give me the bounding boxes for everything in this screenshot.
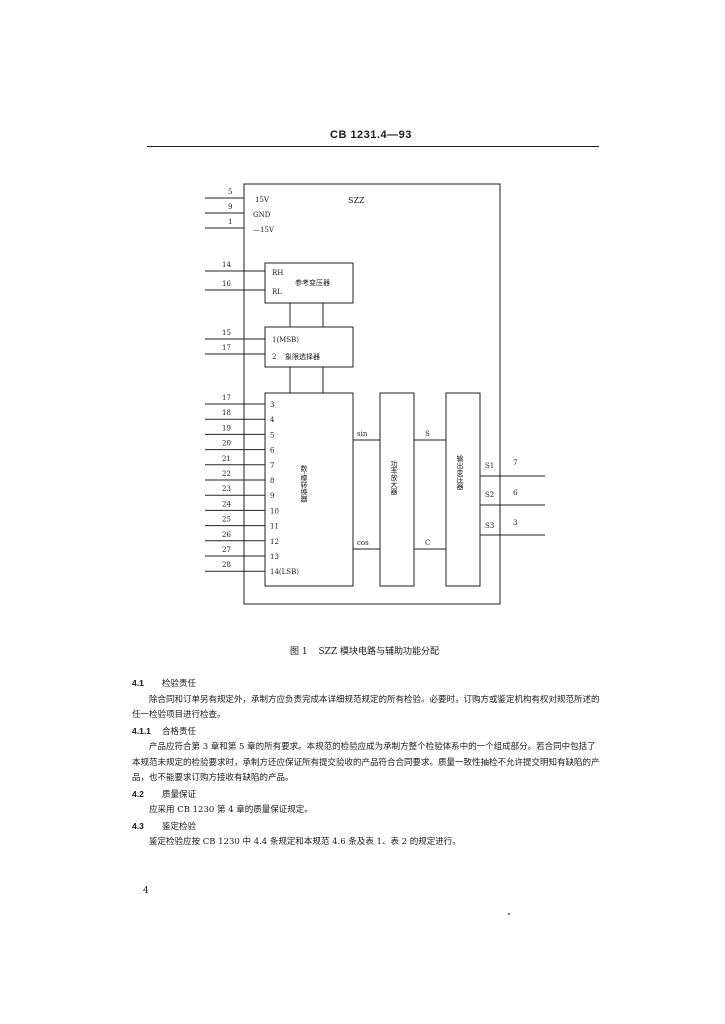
out-block-title: 输出变压器: [456, 454, 464, 491]
section-4-3-text: 鉴定检验应按 CB 1230 中 4.4 条规定和本规范 4.6 条及表 1、表…: [149, 837, 461, 847]
signal-c-label: C: [425, 539, 430, 547]
output-label: S3: [485, 522, 494, 530]
power-pin-no: 9: [228, 203, 232, 211]
standard-number: CB 1231.4—93: [330, 129, 412, 141]
section-4-1-1-heading: 4.1.1 合格责任: [132, 724, 602, 741]
power-pins: 5 9 1 15V GND —15V: [205, 188, 275, 234]
dac-pin-no: 25: [222, 516, 231, 524]
dac-pin-label: 5: [270, 431, 274, 439]
output-label: S1: [485, 462, 494, 470]
dac-pin-label: 14(LSB): [270, 568, 299, 576]
dac-pin-label: 12: [270, 538, 279, 546]
reg-pin-label: 2: [272, 353, 276, 361]
quadrant-selector-block: [264, 326, 354, 368]
output-pin: 3: [513, 519, 517, 527]
section-number: 4.2: [132, 788, 144, 799]
section-number: 4.3: [132, 820, 144, 831]
section-title: 合格责任: [162, 726, 197, 737]
dac-pin-no: 22: [222, 470, 231, 478]
ref-pin-no: 16: [222, 280, 231, 288]
module-outline: [243, 183, 501, 605]
dac-pin-label: 6: [270, 447, 275, 455]
dac-pin-label: 11: [270, 523, 279, 531]
section-title: 质量保证: [162, 789, 197, 800]
output-pin: 6: [513, 489, 518, 497]
dac-pin-label: 7: [270, 462, 274, 470]
power-pin-no: 5: [228, 188, 232, 196]
circuit-figure: SZZ 5 9 1 15V GND —15V 参考变压器 14 16 RH RL…: [205, 183, 545, 605]
ref-block-title: 参考变压器: [295, 278, 330, 287]
reg-pin-label: 1(MSB): [272, 336, 299, 344]
body-text: 4.1 检验责任 除合同和订单另有规定外，承制方应负责完成本详细规范规定的所有检验…: [132, 676, 602, 851]
section-4-3-heading: 4.3 鉴定检验: [132, 819, 602, 836]
module-name: SZZ: [348, 196, 365, 205]
signal-s-label: S: [425, 430, 430, 438]
figure-caption-text: SZZ 模块电路与辅助功能分配: [318, 647, 440, 657]
dac-out-sin: sin: [357, 430, 368, 438]
amp-block-title: 功率放大器: [390, 459, 398, 496]
ref-transformer-block: [264, 262, 354, 304]
section-4-1-heading: 4.1 检验责任: [132, 676, 602, 693]
output-label: S2: [485, 491, 494, 499]
section-number: 4.1.1: [132, 725, 151, 736]
dac-pin-label: 3: [270, 401, 274, 409]
section-number: 4.1: [132, 678, 144, 688]
dac-pin-label: 10: [270, 507, 279, 515]
figure-caption: 图 1 SZZ 模块电路与辅助功能分配: [290, 644, 439, 657]
reg-pin-no: 15: [222, 329, 231, 337]
section-4-1-1-text: 产品应符合第 3 章和第 5 章的所有要求。本规范的检验应成为承制方整个检验体系…: [132, 742, 600, 783]
speck: [508, 913, 510, 915]
dac-pin-group: 17 3 18 4 19 5 20 6 21 7 22 8 23 9 24 10 25 11 26 12 27 13 28 1…: [205, 394, 299, 576]
ref-pin-label: RH: [272, 269, 283, 277]
section-4-2-text: 应采用 CB 1230 第 4 章的质量保证规定。: [149, 805, 313, 815]
power-amplifier-block: [379, 392, 415, 587]
dac-pin-no: 26: [222, 531, 231, 539]
output-transformer-block: [445, 392, 481, 587]
page-number: 4: [143, 886, 149, 896]
dac-pin-label: 9: [270, 492, 274, 500]
power-pin-no: 1: [228, 218, 232, 226]
power-pin-label: —15V: [253, 226, 275, 234]
dac-pin-no: 24: [222, 500, 231, 508]
dac-pin-no: 17: [222, 394, 231, 402]
dac-pin-no: 20: [222, 440, 231, 448]
reg-block-title: 象限选择器: [285, 352, 320, 361]
dac-pin-no: 18: [222, 409, 231, 417]
header-rule: [147, 146, 599, 147]
dac-pin-no: 19: [222, 424, 231, 432]
power-pin-label: 15V: [255, 196, 270, 204]
section-title: 鉴定检验: [162, 821, 197, 832]
figure-number: 图 1: [290, 647, 308, 657]
dac-pin-label: 13: [270, 553, 279, 561]
output-pin: 7: [513, 459, 517, 467]
dac-pin-no: 27: [222, 546, 231, 554]
dac-pin-no: 21: [222, 455, 231, 463]
dac-pin-no: 28: [222, 561, 231, 569]
section-4-1-text: 除合同和订单另有规定外，承制方应负责完成本详细规范规定的所有检验。必要时，订购方…: [132, 694, 600, 721]
output-terminals: S1 S2 S3 7 6 3: [480, 459, 545, 536]
dac-out-cos: cos: [357, 539, 369, 547]
power-pin-label: GND: [253, 211, 271, 219]
dac-block: [264, 392, 354, 587]
dac-pin-label: 8: [270, 477, 274, 485]
ref-pin-label: RL: [272, 288, 282, 296]
dac-pin-label: 4: [270, 416, 275, 424]
dac-block-title: 数-模转换器: [300, 464, 308, 503]
ref-pin-no: 14: [222, 261, 231, 269]
reg-pin-no: 17: [222, 344, 231, 352]
section-title: 检验责任: [162, 679, 197, 689]
dac-pin-no: 23: [222, 485, 231, 493]
section-4-2-heading: 4.2 质量保证: [132, 787, 602, 804]
